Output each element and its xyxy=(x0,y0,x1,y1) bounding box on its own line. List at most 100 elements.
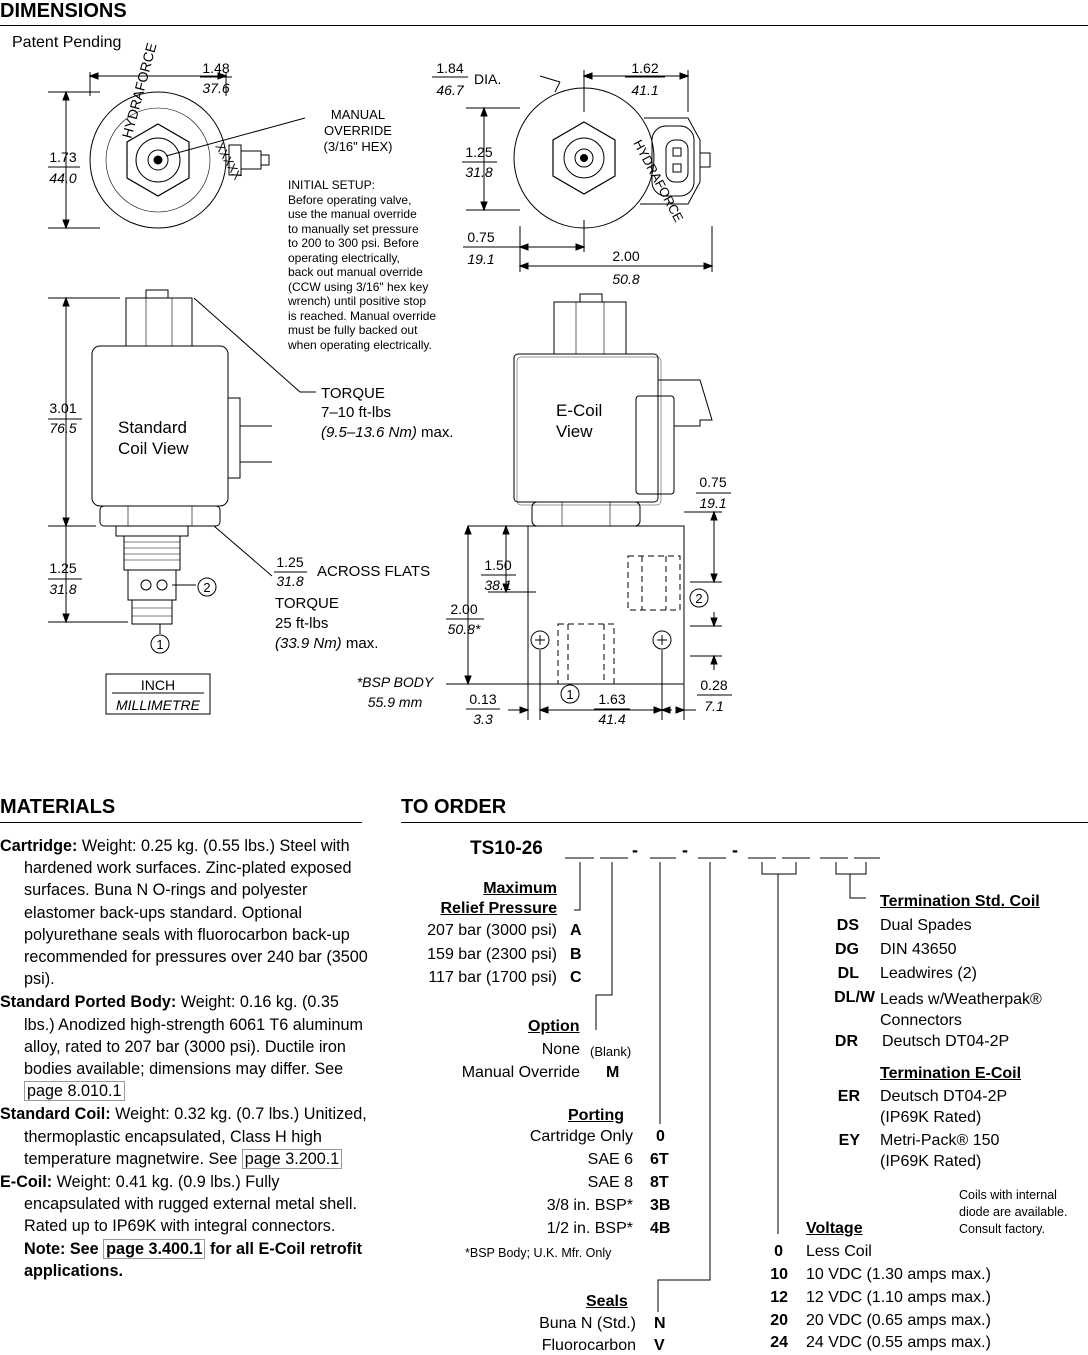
ecoil-b-in: 2.00 xyxy=(450,601,477,617)
term-std-desc-4: Deutsch DT04-2P xyxy=(882,1033,1010,1050)
term-e-rating-1: (IP69K Rated) xyxy=(880,1153,982,1170)
order-leader-lines xyxy=(574,862,867,1312)
materials-rule xyxy=(0,822,362,823)
bsp-body-label: *BSP BODY xyxy=(357,674,435,690)
ecoil-top-width-mm: 41.1 xyxy=(631,82,658,98)
porting-row-1: SAE 6 xyxy=(587,1151,633,1168)
coil-page-link[interactable]: page 3.200.1 xyxy=(241,1148,343,1169)
term-std-title: Termination Std. Coil xyxy=(880,893,1040,910)
initial-setup-7: (CCW using 3/16" hex key xyxy=(288,280,428,294)
ecoil-dia-in: 1.84 xyxy=(436,60,463,76)
manual-override-2: OVERRIDE xyxy=(324,123,392,138)
diode-note-2: Consult factory. xyxy=(959,1222,1045,1236)
ecoil-side-label-2: View xyxy=(556,422,593,441)
body-text: Weight: 0.16 kg. (0.35 lbs.) Anodized hi… xyxy=(24,993,363,1079)
std-side-label-2: Coil View xyxy=(118,439,189,458)
torque1-max: max. xyxy=(417,424,454,441)
option-title: Option xyxy=(528,1018,580,1035)
port-2-label: 2 xyxy=(203,580,210,595)
ecoil-b-mm: 50.8* xyxy=(448,621,481,637)
option-none: None xyxy=(541,1041,580,1058)
initial-setup-8: wrench) until positive stop xyxy=(287,294,426,308)
units-inch: INCH xyxy=(141,677,175,693)
voltage-code-4: 24 xyxy=(770,1334,788,1351)
materials-coil: Standard Coil: Weight: 0.32 kg. (0.7 lbs… xyxy=(0,1103,372,1170)
ecoil-e-in: 0.28 xyxy=(700,677,727,693)
ecoil-page-link[interactable]: page 3.400.1 xyxy=(103,1238,206,1259)
ecoil-top-height-in: 1.25 xyxy=(465,144,492,160)
seals-title: Seals xyxy=(586,1293,628,1310)
term-std-code-0: DS xyxy=(836,917,859,934)
term-std-desc-3: Leads w/Weatherpak® Connectors xyxy=(880,991,1042,1029)
ecoil-top-height-mm: 31.8 xyxy=(465,164,492,180)
voltage-code-1: 10 xyxy=(770,1266,788,1283)
std-side-label-1: Standard xyxy=(118,418,187,437)
ecoil-side-label-1: E-Coil xyxy=(556,401,602,420)
ecoil-port-1: 1 xyxy=(566,687,573,702)
voltage-code-0: 0 xyxy=(774,1243,783,1260)
dimensions-rule xyxy=(0,25,1088,26)
order-sep-1: - xyxy=(632,840,638,860)
term-std-code-3: DL/W xyxy=(834,989,875,1006)
std-top-height-in: 1.73 xyxy=(49,149,76,165)
torque2-max: max. xyxy=(342,635,379,652)
porting-title: Porting xyxy=(568,1107,624,1124)
initial-setup-6: back out manual override xyxy=(288,265,423,279)
materials-heading: MATERIALS xyxy=(0,796,116,818)
materials-list: Cartridge: Weight: 0.25 kg. (0.55 lbs.) … xyxy=(0,835,372,1283)
ecoil-right-in: 0.75 xyxy=(699,474,726,490)
patent-pending: Patent Pending xyxy=(12,34,122,51)
pressure-code-a: A xyxy=(570,922,582,939)
dimensions-drawing: HYDRAFORCE XXXXX 1.48 37.6 1.73 44.0 xyxy=(48,41,732,727)
std-top-height-mm: 44.0 xyxy=(49,170,76,186)
initial-setup-3: to manually set pressure xyxy=(288,222,419,236)
seals-row-0: Buna N (Std.) xyxy=(539,1315,636,1332)
manual-override-3: (3/16" HEX) xyxy=(324,139,393,154)
initial-setup-11: when operating electrically. xyxy=(287,338,432,352)
ecoil-offset-in: 0.75 xyxy=(467,229,494,245)
pressure-title-2: Relief Pressure xyxy=(440,900,557,917)
initial-setup-0: INITIAL SETUP: xyxy=(288,178,375,192)
ecoil-note: Note: See xyxy=(24,1239,104,1258)
standard-coil-side-view xyxy=(48,289,316,715)
initial-setup-1: Before operating valve, xyxy=(288,193,411,207)
order-sep-2: - xyxy=(682,840,688,860)
ecoil-a-mm: 38.1 xyxy=(484,577,511,593)
voltage-desc-2: 12 VDC (1.10 amps max.) xyxy=(806,1289,991,1306)
term-std-code-4: DR xyxy=(834,1033,858,1050)
flats-in: 1.25 xyxy=(276,554,303,570)
materials-ecoil: E-Coil: Weight: 0.41 kg. (0.9 lbs.) Full… xyxy=(0,1171,372,1282)
seals-code-0: N xyxy=(654,1315,666,1332)
initial-setup-9: is reached. Manual override xyxy=(288,309,436,323)
ecoil-label: E-Coil: xyxy=(0,1173,53,1192)
porting-row-3: 3/8 in. BSP* xyxy=(546,1197,633,1214)
ecoil-port-2: 2 xyxy=(695,591,702,606)
porting-code-0: 0 xyxy=(656,1128,665,1145)
seals-row-1: Fluorocarbon xyxy=(541,1337,636,1354)
body-label: Standard Ported Body: xyxy=(0,993,177,1012)
ecoil-side-view xyxy=(446,293,722,720)
std-side-cartridge-mm: 31.8 xyxy=(49,581,76,597)
ecoil-total-width-mm: 50.8 xyxy=(612,271,639,287)
voltage-desc-4: 24 VDC (0.55 amps max.) xyxy=(806,1334,991,1351)
body-page-link[interactable]: page 8.010.1 xyxy=(24,1081,125,1102)
porting-code-1: 6T xyxy=(650,1151,669,1168)
cartridge-text: Weight: 0.25 kg. (0.55 lbs.) Steel with … xyxy=(24,837,368,989)
flats-mm: 31.8 xyxy=(276,573,303,589)
initial-setup-10: must be fully backed out xyxy=(288,323,418,337)
porting-code-2: 8T xyxy=(650,1174,669,1191)
term-std-code-1: DG xyxy=(835,941,859,958)
initial-setup-4: to 200 to 300 psi. Before xyxy=(288,236,419,250)
ecoil-tail: for all E-Coil retrofit applications. xyxy=(24,1239,362,1280)
option-blank: (Blank) xyxy=(590,1044,632,1059)
order-heading: TO ORDER xyxy=(401,796,507,818)
term-e-title: Termination E-Coil xyxy=(880,1065,1022,1082)
torque1-nm: (9.5–13.6 Nm) xyxy=(321,424,417,441)
order-model: TS10-26 xyxy=(470,838,543,859)
flats-label: ACROSS FLATS xyxy=(317,563,430,580)
torque2-metric: (33.9 Nm) max. xyxy=(275,635,378,652)
porting-code-3: 3B xyxy=(650,1197,671,1214)
porting-row-0: Cartridge Only xyxy=(529,1128,633,1145)
voltage-desc-0: Less Coil xyxy=(806,1243,872,1260)
